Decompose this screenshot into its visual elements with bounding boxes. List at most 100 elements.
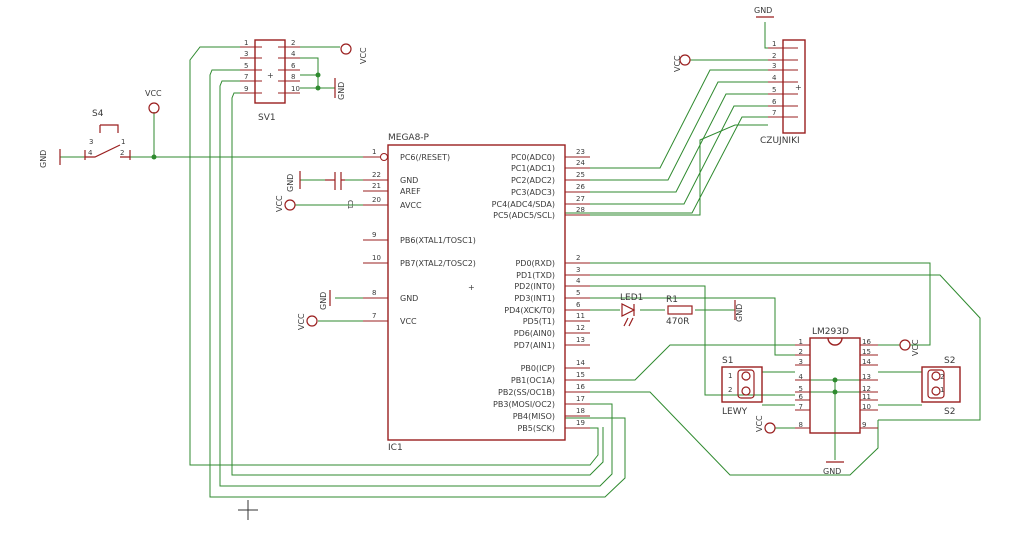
vcc-symbol: VCC xyxy=(673,54,691,72)
lm293d-pin-number: 13 xyxy=(862,373,871,381)
r1-resistor[interactable]: R1 470R xyxy=(666,295,693,327)
ic1-pin-number: 22 xyxy=(372,171,381,179)
vcc-label: VCC xyxy=(275,195,284,212)
ic1-pin-name: PD2(INT0) xyxy=(514,282,555,291)
ic1-pin-number: 24 xyxy=(576,159,585,167)
ic1-pin-name: VCC xyxy=(400,317,417,326)
c1-capacitor[interactable]: C1 xyxy=(325,172,354,209)
sv1-pin-number: 10 xyxy=(291,85,300,93)
ic1-origin-mark: + xyxy=(468,283,475,292)
ic1-pin-name: PB4(MISO) xyxy=(513,412,555,421)
ic1-pin-name: PB5(SCK) xyxy=(517,424,555,433)
czujniki-ref: CZUJNIKI xyxy=(760,136,800,146)
ic1-pin-name: PC6(/RESET) xyxy=(400,153,450,162)
gnd-label: GND xyxy=(823,467,841,476)
ic1-pin-number: 3 xyxy=(576,266,580,274)
lm293d-pin-number: 5 xyxy=(799,385,803,393)
ic1-pin-number: 6 xyxy=(576,301,581,309)
czujniki-pin-number: 1 xyxy=(772,40,776,48)
ic1-pin-name: PC3(ADC3) xyxy=(511,188,555,197)
s2-connector[interactable]: S2 2 1 S2 xyxy=(921,356,961,417)
ic1-pin-number: 28 xyxy=(576,206,585,214)
led-rays xyxy=(623,317,634,327)
ic1-pin-bubble xyxy=(380,153,388,161)
ic1-ref: IC1 xyxy=(388,443,403,453)
lm293d-pin-number: 7 xyxy=(799,403,803,411)
czujniki-pin-number: 6 xyxy=(772,98,777,106)
sv1-ref: SV1 xyxy=(258,113,276,123)
gnd-label: GND xyxy=(319,292,328,310)
ic1-pin-number: 27 xyxy=(576,195,585,203)
led-symbol xyxy=(621,303,636,317)
led1[interactable]: LED1 xyxy=(620,293,643,327)
s1-connector[interactable]: S1 1 2 LEWY xyxy=(721,356,763,417)
ic1-pin-number: 2 xyxy=(576,254,580,262)
ic1-pin-number: 16 xyxy=(576,383,585,391)
sv1-pin-number: 8 xyxy=(291,73,295,81)
gnd-label: GND xyxy=(39,150,48,168)
lm293d-pin-number: 8 xyxy=(799,421,803,429)
ic1-pin-number: 7 xyxy=(372,312,376,320)
sv1-body xyxy=(254,39,286,104)
ic1-mega8[interactable]: MEGA8-P IC1 + 1PC6(/RESET)22GND21AREF20A… xyxy=(363,133,590,453)
ic1-pin-number: 21 xyxy=(372,182,381,190)
s2-housing xyxy=(927,369,945,399)
s1-pin-2: 2 xyxy=(728,386,732,394)
ic1-right-pins: 23PC0(ADC0)24PC1(ADC1)25PC2(ADC2)26PC3(A… xyxy=(492,148,590,433)
gnd-symbol: GND xyxy=(334,78,346,100)
ic1-pin-name: PC0(ADC0) xyxy=(511,153,555,162)
ic1-pin-number: 25 xyxy=(576,171,585,179)
s1-label: LEWY xyxy=(722,407,748,417)
ic1-pin-name: PD6(AIN0) xyxy=(514,329,555,338)
gnd-symbol: GND xyxy=(39,149,61,168)
vcc-symbol: VCC xyxy=(297,313,318,330)
power-symbols: GND VCC VCC GND GND VCC GND xyxy=(39,6,920,476)
ic1-pin-number: 18 xyxy=(576,407,585,415)
gnd-label: GND xyxy=(735,304,744,322)
vcc-symbol: VCC xyxy=(755,415,776,434)
s2-pin-circle-1 xyxy=(931,386,941,396)
lm293d-pin-number: 16 xyxy=(862,338,871,346)
gnd-symbol: GND xyxy=(754,6,774,18)
vcc-label: VCC xyxy=(359,47,368,64)
vcc-label: VCC xyxy=(145,89,162,98)
lm293d-notch xyxy=(827,337,843,346)
ic1-pin-name: PD7(AIN1) xyxy=(514,341,555,350)
s2-pin-2: 2 xyxy=(940,373,944,381)
sv1-pin-number: 4 xyxy=(291,50,296,58)
ic1-pin-number: 10 xyxy=(372,254,381,262)
gnd-label: GND xyxy=(337,82,346,100)
czujniki-pin-number: 4 xyxy=(772,74,777,82)
czujniki-pin-number: 7 xyxy=(772,109,776,117)
ic1-pin-number: 19 xyxy=(576,419,585,427)
sv1-pin-number: 3 xyxy=(244,50,248,58)
czujniki-pin-number: 5 xyxy=(772,86,776,94)
ic1-pin-name: GND xyxy=(400,294,418,303)
ic1-pin-name: PB7(XTAL2/TOSC2) xyxy=(400,259,476,268)
czujniki-body xyxy=(782,39,806,134)
s4-pin-2: 2 xyxy=(120,149,124,157)
r1-value: 470R xyxy=(666,317,689,327)
s2-pin-1: 1 xyxy=(940,386,944,394)
lm293d-pin-number: 11 xyxy=(862,393,871,401)
sv1-pin-number: 2 xyxy=(291,39,295,47)
s1-pin-circle-1 xyxy=(741,371,751,381)
lm293d-pin-number: 9 xyxy=(862,421,866,429)
sv1-origin-mark: + xyxy=(267,71,274,80)
s4-switch[interactable]: S4 3 4 1 2 xyxy=(84,109,131,160)
ic1-pin-name: PB3(MOSI/OC2) xyxy=(493,400,555,409)
lm293d-pin-number: 3 xyxy=(799,358,803,366)
s4-pin-4: 4 xyxy=(88,149,93,157)
sv1-pin-number: 9 xyxy=(244,85,248,93)
vcc-symbol: VCC xyxy=(275,195,296,212)
lm293d-pin-number: 6 xyxy=(799,393,804,401)
s1-pin-1: 1 xyxy=(728,372,732,380)
ic1-pin-name: PC5(ADC5/SCL) xyxy=(493,211,555,220)
r1-ref: R1 xyxy=(666,295,678,305)
gnd-label: GND xyxy=(754,6,772,15)
